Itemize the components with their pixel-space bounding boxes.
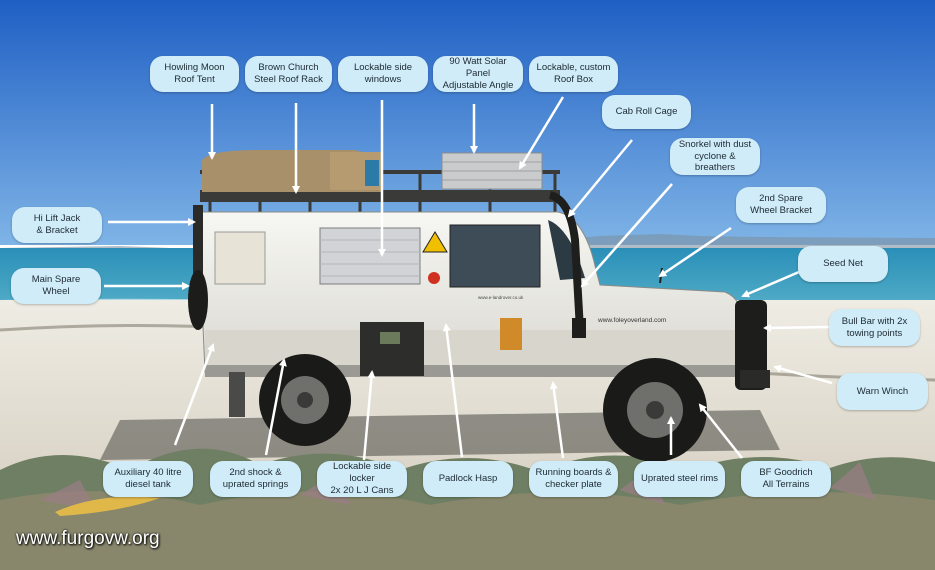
callout-padlock: Padlock Hasp xyxy=(423,461,513,497)
roof-rack xyxy=(200,190,560,202)
callout-roof-tent: Howling Moon Roof Tent xyxy=(150,56,239,92)
door-url-text: www.e-landrover.co.uk xyxy=(478,295,524,300)
warning-sticker xyxy=(422,231,448,253)
callout-roll-cage: Cab Roll Cage xyxy=(602,95,691,129)
callout-spare-bracket: 2nd Spare Wheel Bracket xyxy=(736,187,826,223)
callout-steel-rims: Uprated steel rims xyxy=(634,461,725,497)
callout-running-boards: Running boards & checker plate xyxy=(529,461,618,497)
callout-solar-panel: 90 Watt Solar Panel Adjustable Angle xyxy=(433,56,523,92)
callout-diesel-tank: Auxiliary 40 litre diesel tank xyxy=(103,461,193,497)
bull-bar xyxy=(735,300,767,390)
snorkel xyxy=(548,191,584,331)
callout-bull-bar: Bull Bar with 2x towing points xyxy=(829,309,920,346)
stickers xyxy=(214,231,266,285)
callout-side-windows: Lockable side windows xyxy=(338,56,428,92)
door-sticker xyxy=(500,318,522,350)
front-wheel xyxy=(603,358,707,462)
callout-tyres: BF Goodrich All Terrains xyxy=(741,461,831,497)
callout-warn-winch: Warn Winch xyxy=(837,373,928,410)
rear-window xyxy=(449,224,541,288)
callout-snorkel: Snorkel with dust cyclone & breathers xyxy=(670,138,760,175)
callout-seed-net: Seed Net xyxy=(798,246,888,282)
callout-roof-rack: Brown Church Steel Roof Rack xyxy=(245,56,332,92)
rear-wheel xyxy=(259,354,351,446)
callout-main-spare: Main Spare Wheel xyxy=(11,268,101,304)
main-spare-wheel xyxy=(188,270,208,330)
callout-roof-box: Lockable, custom Roof Box xyxy=(529,56,618,92)
callout-shock: 2nd shock & uprated springs xyxy=(210,461,301,497)
hi-lift-jack xyxy=(193,205,203,325)
callout-hi-lift: Hi Lift Jack & Bracket xyxy=(12,207,102,243)
callout-side-locker: Lockable side locker 2x 20 L J Cans xyxy=(317,461,407,497)
surfboard xyxy=(55,496,160,516)
side-locker xyxy=(360,322,424,376)
checker-panel xyxy=(319,227,421,285)
side-url-text: www.foleyoverland.com xyxy=(597,317,666,324)
watermark: www.furgovw.org xyxy=(16,528,160,549)
